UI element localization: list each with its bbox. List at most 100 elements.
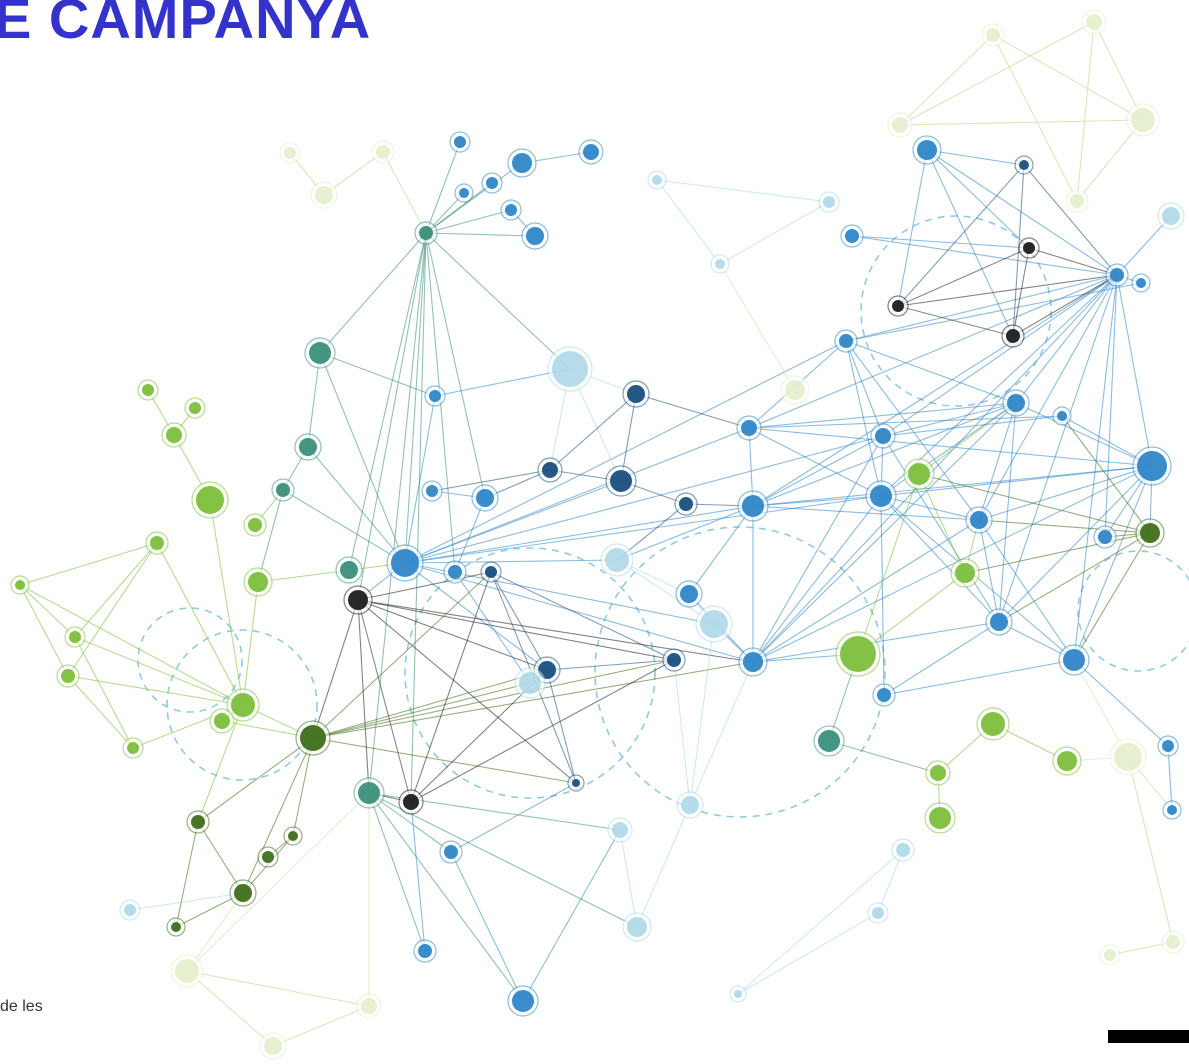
- graph-node: [519, 672, 541, 694]
- graph-edge: [175, 821, 199, 928]
- graph-edge: [845, 274, 1118, 342]
- graph-edge: [307, 446, 406, 564]
- graph-edge: [242, 581, 259, 706]
- graph-node: [505, 204, 517, 216]
- graph-edge: [67, 542, 158, 677]
- graph-node: [785, 380, 805, 400]
- graph-edge: [450, 851, 524, 1002]
- graph-edge: [880, 495, 1000, 623]
- graph-edge: [19, 584, 69, 677]
- graph-edge: [845, 340, 1017, 404]
- graph-node: [476, 489, 494, 507]
- graph-edge: [404, 559, 618, 564]
- graph-node: [1137, 451, 1167, 481]
- graph-edge: [272, 1005, 370, 1047]
- graph-edge: [522, 829, 621, 1002]
- graph-edge: [673, 659, 691, 806]
- graph-edge: [242, 737, 314, 894]
- graph-edge: [546, 669, 577, 784]
- graph-edge: [880, 495, 980, 521]
- graph-node: [627, 917, 647, 937]
- graph-node: [896, 843, 910, 857]
- graph-node: [512, 990, 534, 1012]
- graph-edge: [752, 435, 884, 663]
- graph-node: [284, 147, 296, 159]
- cluster-halo: [860, 215, 1052, 407]
- graph-edge: [1023, 164, 1118, 276]
- graph-edge: [752, 495, 882, 663]
- graph-node: [426, 485, 438, 497]
- graph-edge: [425, 232, 486, 499]
- graph-node: [1140, 523, 1160, 543]
- graph-edge: [737, 912, 879, 995]
- graph-node: [741, 420, 757, 436]
- graph-node: [877, 688, 891, 702]
- graph-edge: [425, 209, 512, 234]
- graph-node: [175, 959, 199, 983]
- graph-edge: [897, 274, 1118, 307]
- graph-edge: [425, 141, 461, 234]
- cluster-halo: [137, 607, 243, 713]
- graph-edge: [897, 164, 1025, 307]
- graph-node: [526, 227, 544, 245]
- graph-edge: [978, 519, 1000, 623]
- graph-node: [1162, 207, 1180, 225]
- graph-node: [1057, 411, 1067, 421]
- graph-edge: [1073, 274, 1118, 661]
- graph-node: [1104, 949, 1116, 961]
- graph-node: [734, 990, 742, 998]
- graph-edge: [1015, 274, 1118, 404]
- edge-group: [19, 21, 1174, 1047]
- graph-node: [1162, 740, 1174, 752]
- graph-node: [627, 385, 645, 403]
- graph-edge: [404, 435, 884, 564]
- graph-node: [839, 334, 853, 348]
- graph-edge: [1076, 21, 1095, 202]
- graph-edge: [926, 149, 1014, 337]
- graph-node: [486, 177, 498, 189]
- graph-edge: [19, 584, 76, 638]
- graph-node: [1063, 649, 1085, 671]
- graph-node: [1167, 805, 1177, 815]
- graph-edge: [998, 274, 1118, 623]
- graph-node: [214, 713, 230, 729]
- graph-node: [845, 229, 859, 243]
- graph-edge: [752, 519, 980, 663]
- graph-node: [1023, 242, 1035, 254]
- graph-edge: [616, 559, 715, 625]
- graph-edge: [926, 149, 1025, 166]
- graph-edge: [312, 669, 548, 739]
- graph-edge: [978, 274, 1118, 521]
- graph-node: [542, 462, 558, 478]
- graph-edge: [1012, 247, 1030, 337]
- graph-node: [583, 144, 599, 160]
- graph-edge: [257, 562, 406, 583]
- graph-edge: [899, 21, 1095, 126]
- graph-node: [818, 730, 840, 752]
- graph-edge: [368, 792, 638, 928]
- graph-edge: [357, 599, 548, 671]
- footer-bar: [1108, 1030, 1189, 1043]
- graph-edge: [883, 659, 1075, 696]
- graph-edge: [197, 704, 244, 823]
- graph-edge: [926, 149, 1030, 249]
- graph-node: [1006, 329, 1020, 343]
- graph-edge: [998, 532, 1151, 623]
- graph-edge: [883, 621, 1000, 696]
- graph-edge: [882, 402, 1017, 437]
- graph-edge: [410, 801, 426, 952]
- graph-edge: [186, 970, 274, 1047]
- cluster-halo: [404, 547, 656, 799]
- graph-node: [872, 907, 884, 919]
- slide-title: E CAMPANYA: [0, 0, 372, 50]
- graph-node: [679, 497, 693, 511]
- graph-edge: [845, 340, 980, 521]
- graph-edge: [404, 427, 750, 564]
- graph-node: [376, 145, 390, 159]
- graph-edge: [368, 792, 452, 853]
- graph-node: [448, 565, 462, 579]
- graph-node: [667, 653, 681, 667]
- graph-edge: [1015, 402, 1153, 467]
- graph-edge: [978, 519, 1075, 661]
